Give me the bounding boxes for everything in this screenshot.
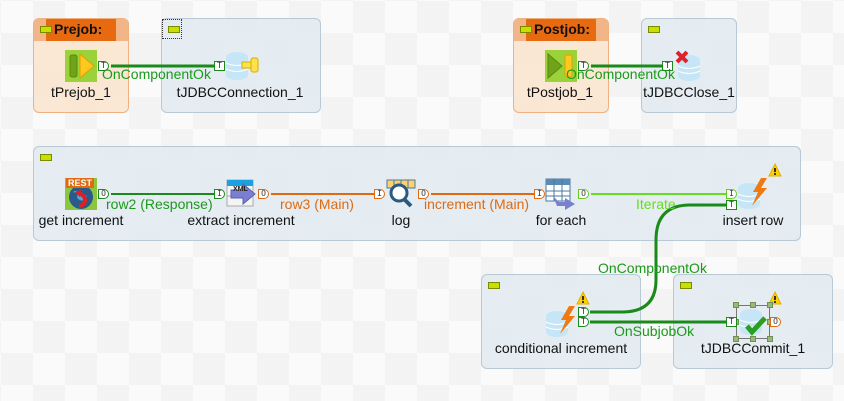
trigger-port[interactable]: T bbox=[726, 317, 737, 327]
component-label[interactable]: tJDBCClose_1 bbox=[643, 84, 735, 100]
component-label[interactable]: tJDBCConnection_1 bbox=[176, 84, 304, 100]
collapse-toggle[interactable] bbox=[680, 282, 692, 289]
collapse-toggle[interactable] bbox=[520, 26, 532, 33]
component-label[interactable]: log bbox=[391, 212, 411, 228]
connection-label[interactable]: OnComponentOk bbox=[598, 260, 707, 276]
trigger-port[interactable]: T bbox=[98, 61, 109, 71]
connection-label[interactable]: increment (Main) bbox=[424, 196, 530, 212]
component-label[interactable]: for each bbox=[535, 212, 587, 228]
connection-label[interactable]: Iterate bbox=[636, 196, 676, 212]
resize-handle[interactable] bbox=[767, 302, 773, 308]
trigger-port[interactable]: T bbox=[726, 200, 737, 210]
collapse-toggle[interactable] bbox=[648, 26, 660, 33]
collapse-toggle[interactable] bbox=[162, 19, 182, 39]
output-port[interactable]: O bbox=[98, 189, 109, 199]
input-port[interactable]: I bbox=[726, 189, 737, 199]
output-port[interactable]: O bbox=[578, 189, 589, 199]
rest-badge: REST bbox=[66, 178, 95, 188]
warning-icon bbox=[576, 290, 590, 305]
db-commit-icon[interactable] bbox=[737, 306, 769, 338]
resize-handle[interactable] bbox=[767, 336, 773, 342]
trigger-port[interactable]: T bbox=[578, 307, 589, 317]
xml-badge: XML bbox=[233, 186, 248, 193]
postjob-icon[interactable] bbox=[545, 50, 577, 82]
prejob-header bbox=[34, 19, 128, 41]
db-row-icon[interactable] bbox=[737, 178, 769, 210]
collapse-toggle[interactable] bbox=[40, 26, 52, 33]
prejob-title: Prejob: bbox=[54, 21, 103, 37]
component-label[interactable]: tPrejob_1 bbox=[51, 84, 111, 100]
component-label[interactable]: conditional increment bbox=[494, 340, 628, 356]
flow-to-iterate-icon[interactable] bbox=[545, 178, 577, 210]
trigger-port[interactable]: T bbox=[578, 317, 589, 327]
component-label[interactable]: get increment bbox=[38, 212, 124, 228]
resize-handle[interactable] bbox=[733, 302, 739, 308]
input-port[interactable]: I bbox=[534, 189, 545, 199]
db-close-icon[interactable] bbox=[673, 50, 705, 82]
output-port[interactable]: O bbox=[418, 189, 429, 199]
connection-label[interactable]: row3 (Main) bbox=[280, 196, 354, 212]
log-row-icon[interactable] bbox=[385, 178, 417, 210]
output-port[interactable]: O bbox=[258, 189, 269, 199]
resize-handle[interactable] bbox=[750, 336, 756, 342]
component-label[interactable]: tPostjob_1 bbox=[526, 84, 594, 100]
resize-handle[interactable] bbox=[733, 336, 739, 342]
trigger-port[interactable]: T bbox=[578, 61, 589, 71]
connection-label[interactable]: OnSubjobOk bbox=[614, 323, 695, 339]
postjob-header bbox=[514, 19, 608, 41]
connection-label[interactable]: OnComponentOk bbox=[566, 66, 675, 82]
rest-icon[interactable]: REST bbox=[65, 178, 97, 210]
main-subjob[interactable] bbox=[33, 146, 801, 241]
component-label[interactable]: extract increment bbox=[187, 212, 295, 228]
connection-label[interactable]: row2 (Response) bbox=[106, 196, 213, 212]
warning-icon bbox=[768, 290, 782, 305]
input-port[interactable]: I bbox=[374, 189, 385, 199]
xml-extract-icon[interactable]: XML bbox=[225, 178, 257, 210]
selection-box bbox=[736, 305, 770, 339]
collapse-toggle[interactable] bbox=[40, 154, 52, 161]
input-port[interactable]: I bbox=[214, 189, 225, 199]
postjob-title: Postjob: bbox=[534, 21, 590, 37]
collapse-toggle[interactable] bbox=[488, 282, 500, 289]
warning-icon bbox=[768, 162, 782, 177]
component-label[interactable]: insert row bbox=[722, 212, 784, 228]
trigger-port[interactable]: T bbox=[214, 61, 225, 71]
trigger-port[interactable]: T bbox=[662, 61, 673, 71]
db-row-icon[interactable] bbox=[545, 306, 577, 338]
resize-handle[interactable] bbox=[750, 302, 756, 308]
prejob-icon[interactable] bbox=[65, 50, 97, 82]
db-connection-icon[interactable] bbox=[224, 50, 259, 82]
connection-label[interactable]: OnComponentOk bbox=[102, 66, 211, 82]
output-port[interactable]: O bbox=[770, 317, 781, 327]
component-label[interactable]: tJDBCCommit_1 bbox=[700, 340, 806, 356]
